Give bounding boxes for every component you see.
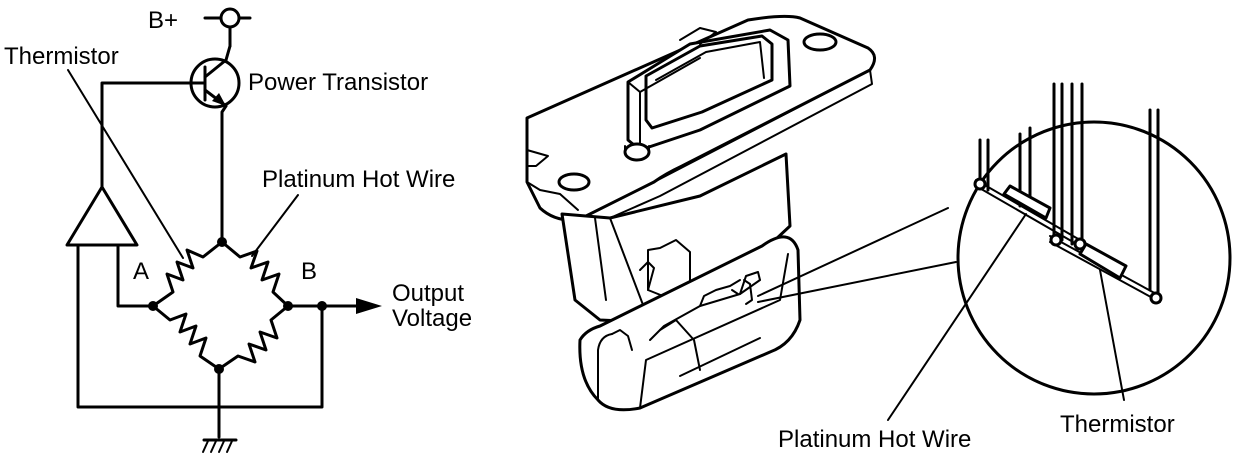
detail-hotwire-element	[973, 177, 1087, 251]
hotwire-leader-line	[251, 194, 299, 257]
connector-block	[623, 27, 792, 162]
ground-icon	[202, 438, 238, 453]
power-transistor-symbol	[189, 44, 241, 109]
detail-thermistor-leader	[1099, 269, 1125, 401]
detail-hotwire-label: Platinum Hot Wire	[778, 426, 971, 453]
junction-dots	[148, 237, 327, 374]
bridge-resistors	[151, 240, 290, 371]
amplifier-symbol	[65, 185, 139, 247]
hot-wire-bridge-circuit: B+ Power Transistor	[4, 7, 472, 453]
sensor-illustration: Platinum Hot Wire Thermistor	[525, 14, 1232, 453]
node-b-label: B	[301, 258, 317, 285]
thermistor-leader-line	[67, 69, 184, 259]
node-a-label: A	[133, 258, 149, 285]
mounting-hole-left	[557, 172, 591, 192]
output-voltage-line1: Output	[392, 280, 464, 307]
bottom-right-resistor	[217, 304, 290, 371]
callout-wedge	[757, 207, 957, 303]
output-voltage-line2: Voltage	[392, 305, 472, 332]
hotwire-resistor	[220, 240, 290, 308]
hotwire-label: Platinum Hot Wire	[262, 166, 455, 193]
detail-thermistor-label: Thermistor	[1060, 411, 1175, 438]
mounting-hole-right	[802, 32, 838, 52]
supply-label: B+	[148, 7, 178, 34]
detail-thermistor-element	[1049, 233, 1163, 305]
detail-hotwire-leader	[887, 213, 1027, 421]
power-transistor-label: Power Transistor	[248, 69, 428, 96]
thermistor-resistor	[151, 240, 224, 308]
bottom-left-resistor	[151, 304, 221, 371]
circuit-wiring	[76, 81, 362, 439]
output-arrow	[356, 298, 382, 314]
thermistor-label: Thermistor	[4, 43, 119, 70]
sensing-element-area	[731, 279, 753, 305]
supply-terminal-symbol	[203, 7, 252, 48]
